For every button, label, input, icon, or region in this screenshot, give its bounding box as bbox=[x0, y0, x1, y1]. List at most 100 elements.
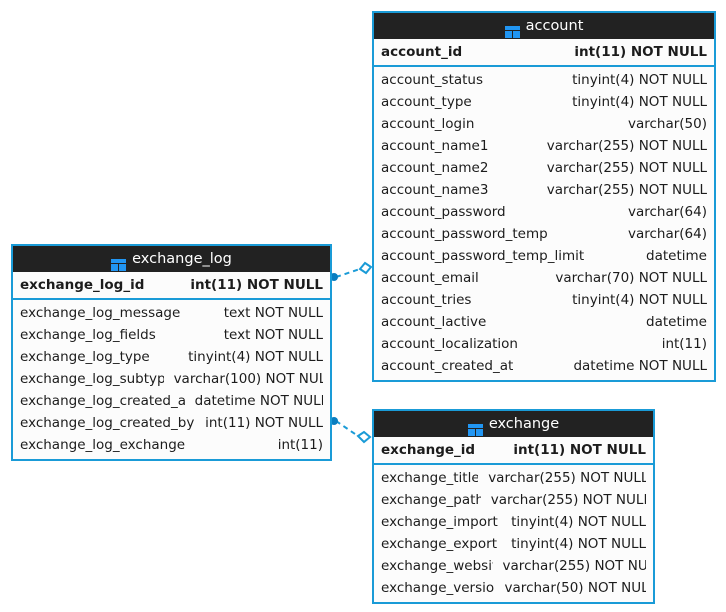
field-name: exchange_log_type bbox=[20, 349, 150, 365]
field-type: int(11) NOT NULL bbox=[513, 442, 646, 458]
field-name: account_id bbox=[381, 44, 463, 60]
field-name: account_password bbox=[381, 204, 506, 220]
field-name: account_lactive bbox=[381, 314, 487, 330]
field-type: datetime bbox=[646, 314, 707, 330]
field-name: account_localization bbox=[381, 336, 518, 352]
field-row: account_password_temp varchar(64) bbox=[374, 223, 714, 245]
field-list-exchange: exchange_title varchar(255) NOT NULL exc… bbox=[374, 465, 653, 602]
field-list-exchange-log: exchange_log_message text NOT NULL excha… bbox=[13, 300, 330, 459]
field-name: account_tries bbox=[381, 292, 472, 308]
field-row: exchange_log_type tinyint(4) NOT NULL bbox=[13, 346, 330, 368]
field-row: exchange_log_fields text NOT NULL bbox=[13, 324, 330, 346]
field-type: text NOT NULL bbox=[223, 327, 323, 343]
field-row: exchange_log_subtype varchar(100) NOT NU… bbox=[13, 368, 330, 390]
field-type: tinyint(4) NOT NULL bbox=[572, 292, 707, 308]
field-row: account_name2 varchar(255) NOT NULL bbox=[374, 157, 714, 179]
field-name: account_name2 bbox=[381, 160, 489, 176]
entity-header-exchange-log: exchange_log bbox=[13, 246, 330, 272]
field-type: varchar(255) NOT NULL bbox=[502, 558, 646, 574]
field-list-account: account_status tinyint(4) NOT NULL accou… bbox=[374, 67, 714, 380]
field-name: account_name1 bbox=[381, 138, 489, 154]
field-row: exchange_log_message text NOT NULL bbox=[13, 302, 330, 324]
field-type: text NOT NULL bbox=[223, 305, 323, 321]
field-row: account_type tinyint(4) NOT NULL bbox=[374, 91, 714, 113]
field-row: account_lactive datetime bbox=[374, 311, 714, 333]
field-type: varchar(255) NOT NULL bbox=[546, 182, 707, 198]
relationship-diamond-marker bbox=[358, 261, 373, 275]
field-name: exchange_export bbox=[381, 536, 497, 552]
field-name: exchange_log_fields bbox=[20, 327, 156, 343]
field-type: varchar(50) NOT NULL bbox=[504, 580, 646, 596]
field-type: varchar(255) NOT NULL bbox=[490, 492, 646, 508]
field-row: account_localization int(11) bbox=[374, 333, 714, 355]
entity-header-exchange: exchange bbox=[374, 411, 653, 437]
field-type: tinyint(4) NOT NULL bbox=[572, 72, 707, 88]
table-icon bbox=[504, 21, 520, 38]
entity-account[interactable]: account account_id int(11) NOT NULL acco… bbox=[372, 11, 716, 382]
field-name: account_login bbox=[381, 116, 475, 132]
field-name: account_type bbox=[381, 94, 472, 110]
field-name: exchange_log_message bbox=[20, 305, 181, 321]
relationship-diamond-marker bbox=[356, 430, 372, 444]
field-type: tinyint(4) NOT NULL bbox=[511, 536, 646, 552]
field-type: varchar(70) NOT NULL bbox=[555, 270, 707, 286]
field-row: account_name1 varchar(255) NOT NULL bbox=[374, 135, 714, 157]
field-name: exchange_import bbox=[381, 514, 498, 530]
field-name: account_password_temp_limit bbox=[381, 248, 585, 264]
field-row: account_tries tinyint(4) NOT NULL bbox=[374, 289, 714, 311]
relationship-line bbox=[335, 268, 361, 278]
field-name: exchange_id bbox=[381, 442, 476, 458]
primary-key-row-account: account_id int(11) NOT NULL bbox=[374, 39, 714, 67]
field-name: account_email bbox=[381, 270, 479, 286]
field-name: exchange_title bbox=[381, 470, 479, 486]
entity-exchange[interactable]: exchange exchange_id int(11) NOT NULL ex… bbox=[372, 409, 655, 604]
field-name: exchange_log_subtype bbox=[20, 371, 164, 387]
field-type: int(11) bbox=[277, 437, 323, 453]
field-name: exchange_log_created_by bbox=[20, 415, 195, 431]
field-row: exchange_website varchar(255) NOT NULL bbox=[374, 555, 653, 577]
field-row: exchange_export tinyint(4) NOT NULL bbox=[374, 533, 653, 555]
field-name: exchange_website bbox=[381, 558, 493, 574]
field-row: exchange_log_created_by int(11) NOT NULL bbox=[13, 412, 330, 434]
field-type: int(11) NOT NULL bbox=[190, 277, 323, 293]
field-name: exchange_log_created_at bbox=[20, 393, 185, 409]
field-type: datetime NOT NULL bbox=[194, 393, 323, 409]
field-type: varchar(255) NOT NULL bbox=[546, 138, 707, 154]
field-name: exchange_log_exchange bbox=[20, 437, 186, 453]
field-type: varchar(64) bbox=[627, 204, 707, 220]
field-type: varchar(50) bbox=[627, 116, 707, 132]
field-row: account_email varchar(70) NOT NULL bbox=[374, 267, 714, 289]
field-row: exchange_log_created_at datetime NOT NUL… bbox=[13, 390, 330, 412]
field-type: varchar(64) bbox=[627, 226, 707, 242]
field-row: account_name3 varchar(255) NOT NULL bbox=[374, 179, 714, 201]
field-type: varchar(255) NOT NULL bbox=[488, 470, 646, 486]
field-type: tinyint(4) NOT NULL bbox=[511, 514, 646, 530]
field-type: tinyint(4) NOT NULL bbox=[188, 349, 323, 365]
table-icon bbox=[111, 254, 127, 271]
field-row: exchange_title varchar(255) NOT NULL bbox=[374, 467, 653, 489]
table-icon bbox=[467, 419, 483, 436]
field-type: int(11) NOT NULL bbox=[574, 44, 707, 60]
field-type: tinyint(4) NOT NULL bbox=[572, 94, 707, 110]
field-type: int(11) bbox=[661, 336, 707, 352]
entity-exchange-log[interactable]: exchange_log exchange_log_id int(11) NOT… bbox=[11, 244, 332, 461]
primary-key-row-exchange-log: exchange_log_id int(11) NOT NULL bbox=[13, 272, 330, 300]
entity-title: account bbox=[525, 18, 584, 34]
field-row: account_password varchar(64) bbox=[374, 201, 714, 223]
field-row: account_password_temp_limit datetime bbox=[374, 245, 714, 267]
field-name: exchange_log_id bbox=[20, 277, 145, 293]
field-type: varchar(255) NOT NULL bbox=[546, 160, 707, 176]
field-name: exchange_path bbox=[381, 492, 481, 508]
field-type: varchar(100) NOT NULL bbox=[173, 371, 323, 387]
entity-title: exchange_log bbox=[132, 251, 232, 267]
field-type: int(11) NOT NULL bbox=[205, 415, 323, 431]
field-row: account_created_at datetime NOT NULL bbox=[374, 355, 714, 377]
relationship-exchange-log-to-account[interactable] bbox=[330, 261, 373, 281]
field-row: account_status tinyint(4) NOT NULL bbox=[374, 69, 714, 91]
field-row: exchange_version varchar(50) NOT NULL bbox=[374, 577, 653, 599]
entity-title: exchange bbox=[488, 416, 560, 432]
relationship-exchange-log-to-exchange[interactable] bbox=[330, 417, 372, 444]
field-row: exchange_log_exchange int(11) bbox=[13, 434, 330, 456]
field-name: exchange_version bbox=[381, 580, 495, 596]
